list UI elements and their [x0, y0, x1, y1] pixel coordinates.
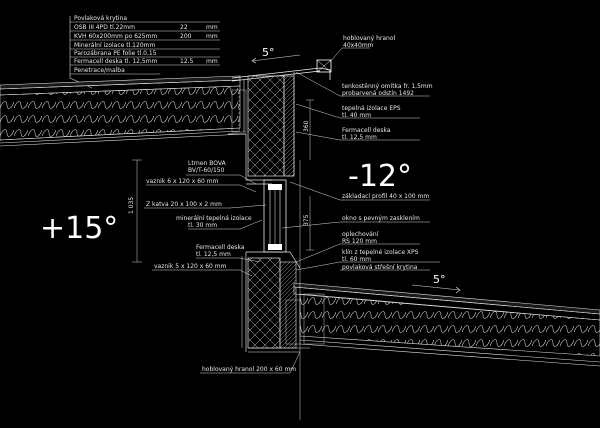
label-eps: tepelná izolace EPS — [342, 105, 401, 112]
upper-wall — [231, 72, 295, 177]
label-purlin2: vaznik 5 x 120 x 60 mm — [154, 263, 227, 270]
dim-1035: 1 035 — [128, 197, 135, 214]
label-ferma2-t: tl. 12,5 mm — [196, 251, 231, 258]
label-roof2: povlaková střešní krytina — [342, 264, 418, 271]
right-labels: hoblovaný hranol 40x40mm tenkostěnný omí… — [342, 35, 433, 271]
label-purlin: vaznik 6 x 120 x 60 mm — [146, 178, 219, 185]
label-lintel-2: BV/T-60/150 — [188, 167, 225, 174]
slope-lower: 5° — [433, 273, 446, 286]
upper-roof — [0, 75, 246, 147]
window-frame — [263, 175, 294, 253]
label-ferma2: Fermacell deska — [196, 244, 245, 251]
flashing-block — [316, 59, 332, 73]
label-mineral: minerální tepelná izolace — [176, 215, 252, 222]
layer-6-name: Penetrace/malba — [74, 67, 125, 74]
temp-outside: +15° — [40, 211, 118, 246]
layer-5-unit: mm — [206, 58, 218, 65]
layer-1-unit: mm — [206, 24, 218, 31]
layer-5-name: Fermacell deska tl. 12,5mm — [74, 58, 158, 65]
label-xps: klín z tepelné izolace XPS — [342, 249, 419, 256]
temp-inside: -12° — [348, 159, 412, 194]
label-window: okno s pevným zasklením — [342, 215, 420, 222]
dimension-lines — [132, 99, 314, 420]
dim-375: 375 — [303, 214, 310, 226]
label-plaster: oplechování — [342, 231, 379, 238]
layer-2-name: KVH 60x200mm po 625mm — [74, 33, 157, 40]
layer-4-name: Parozábrana PE folie tl.0,15 — [74, 50, 157, 57]
label-flashing-size: 40x40mm — [343, 42, 374, 49]
label-angle: Z katva 20 x 100 x 2 mm — [146, 201, 222, 208]
label-mineral-t: tl. 30 mm — [188, 222, 217, 229]
label-bottom-beam: hoblovaný hranol 200 x 60 mm — [202, 366, 296, 373]
leader-lines-right — [281, 47, 440, 271]
layer-1-name: OSB III 4PD tl.22mm — [74, 24, 135, 31]
label-lintel: Ltrnen BOVA — [188, 160, 227, 167]
layer-2-unit: mm — [206, 33, 218, 40]
layer-3-name: Minerální izolace tl.120mm — [74, 42, 155, 49]
slope-upper: 5° — [262, 46, 275, 59]
label-fermacell-t: tl. 12,5 mm — [342, 134, 377, 141]
label-sheet-metal: tenkostěnný omítka fr. 1,5mm — [342, 83, 433, 90]
label-flashing: hoblovaný hranol — [343, 35, 396, 42]
flashing-block-cross — [316, 59, 332, 73]
roof-layer-list: Povlaková krytina OSB III 4PD tl.22mm 22… — [70, 15, 220, 75]
label-plaster-t: RS 120 mm — [342, 238, 377, 245]
label-fermacell: Fermacell deska — [342, 127, 391, 134]
layer-1-value: 22 — [180, 24, 188, 31]
layer-2-value: 200 — [180, 33, 192, 40]
slope-arrows — [251, 54, 461, 294]
left-labels: Ltrnen BOVA BV/T-60/150 vaznik 6 x 120 x… — [146, 160, 296, 373]
layer-5-value: 12.5 — [180, 58, 194, 65]
lower-roof — [248, 282, 600, 367]
leader-lines-left — [144, 174, 301, 374]
dim-360: 360 — [303, 120, 310, 132]
lower-wall — [241, 251, 301, 352]
inner-ceiling-edge — [228, 133, 272, 185]
label-sheet-metal-2: probarvená odstín 1492 — [342, 90, 414, 97]
label-base-profile: základací profil 40 x 100 mm — [342, 193, 429, 200]
label-eps-t: tl. 40 mm — [342, 112, 371, 119]
layer-0-name: Povlaková krytina — [74, 15, 127, 22]
label-xps-t: tl. 60 mm — [342, 256, 371, 263]
